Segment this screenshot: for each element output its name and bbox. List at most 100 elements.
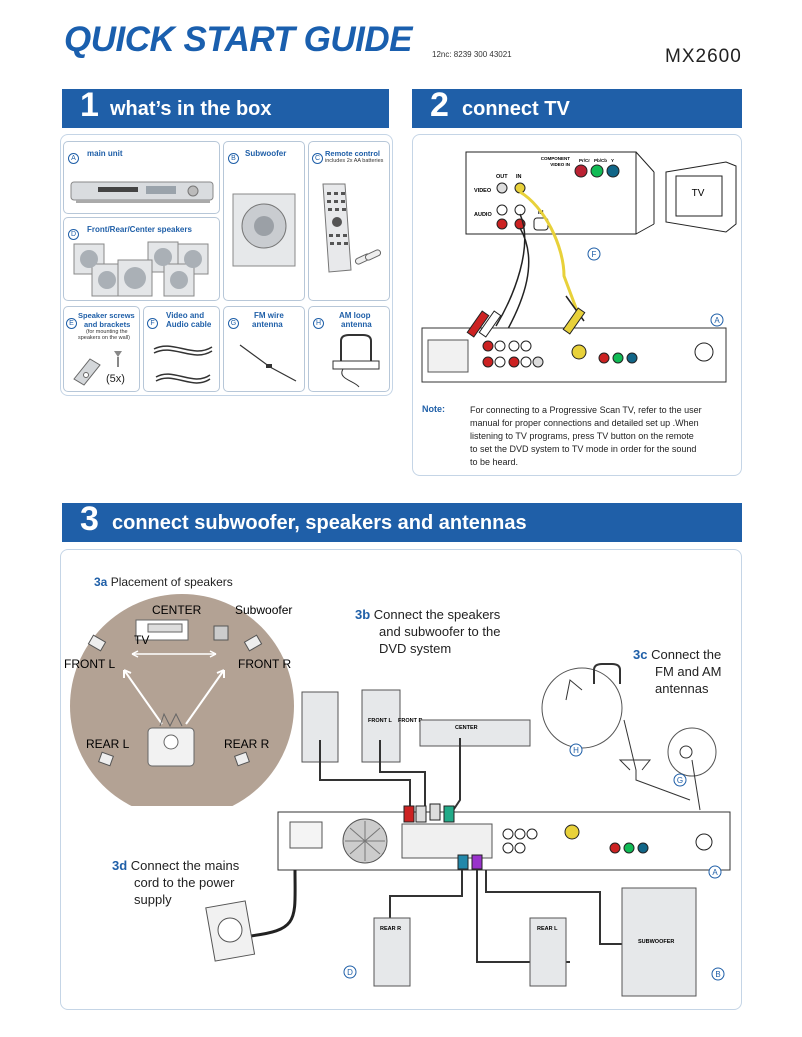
item-note: (for mounting the	[86, 329, 128, 335]
item-av-cable: F Video and Audio cable	[143, 306, 220, 392]
step-3b-line-1: Connect the speakers	[373, 607, 501, 622]
label-center: CENTER	[455, 725, 478, 731]
step-3d: 3d Connect the mains cord to the power s…	[112, 857, 239, 908]
model-number: MX2600	[665, 46, 742, 67]
item-label: AM loop	[339, 311, 371, 320]
placement-tv: TV	[134, 633, 149, 647]
placement-front-r: FRONT R	[238, 657, 291, 671]
item-label: Video and	[166, 311, 205, 320]
step-3b-line-3: DVD system	[379, 641, 452, 656]
item-screws-brackets: E Speaker screws and brackets (for mount…	[63, 306, 140, 392]
page-title: QUICK START GUIDE	[64, 20, 413, 59]
placement-rear-r: REAR R	[224, 737, 270, 751]
marker-f: F	[592, 250, 597, 259]
marker-g: G	[677, 776, 683, 785]
label-front-r: FRONT R	[398, 718, 422, 724]
item-label: Remote control	[325, 149, 381, 158]
in-label: IN	[516, 174, 522, 180]
placement-center: CENTER	[152, 603, 202, 617]
audio-label: AUDIO	[474, 212, 492, 218]
item-letter: E	[66, 318, 77, 329]
section-2-banner: 2 connect TV	[412, 86, 742, 128]
item-label: FM wire	[254, 311, 284, 320]
step-3b: 3b Connect the speakers and subwoofer to…	[355, 606, 500, 657]
tv-label: TV	[692, 188, 705, 199]
item-am-antenna: H AM loop antenna	[308, 306, 390, 392]
step-3c: 3c Connect the FM and AM antennas	[633, 646, 721, 697]
note-label: Note:	[422, 404, 445, 414]
screw-bracket-illustration	[73, 351, 122, 386]
step-3c-line-1: Connect the	[651, 647, 722, 662]
item-letter: A	[68, 153, 79, 164]
placement-front-l: FRONT L	[64, 657, 115, 671]
item-label: main unit	[87, 149, 123, 158]
subwoofer-illustration	[232, 193, 296, 267]
video-label: VIDEO	[474, 188, 492, 194]
note-line: to be heard.	[470, 457, 519, 467]
note-line: For connecting to a Progressive Scan TV,…	[470, 405, 702, 415]
pr-label: Pr/Cr	[579, 158, 590, 163]
av-cable-illustration	[153, 345, 213, 384]
marker-d: D	[347, 968, 353, 977]
item-speakers: D Front/Rear/Center speakers	[63, 217, 220, 301]
item-note: includes 2x AA batteries	[325, 158, 384, 164]
speakers-illustration	[73, 241, 209, 297]
item-letter: B	[228, 153, 239, 164]
item-label: Subwoofer	[245, 149, 287, 158]
component-label: COMPONENT	[541, 156, 571, 161]
step-3c-line-2: FM and AM	[655, 664, 722, 679]
step-3d-line-1: Connect the mains	[130, 858, 240, 873]
label-front-l: FRONT L	[368, 718, 392, 724]
section-2-title: connect TV	[462, 98, 570, 120]
remote-illustration	[322, 183, 382, 273]
item-qty: (5x)	[106, 373, 125, 385]
placement-subwoofer: Subwoofer	[235, 603, 292, 617]
marker-a: A	[712, 868, 718, 877]
item-letter: F	[147, 318, 158, 329]
item-letter: G	[228, 318, 239, 329]
item-letter: C	[312, 153, 323, 164]
component-label-2: VIDEO IN	[550, 162, 570, 167]
item-fm-antenna: G FM wire antenna	[223, 306, 305, 392]
speaker-placement-diagram: CENTER Subwoofer TV FRONT L FRONT R REAR…	[64, 594, 294, 806]
label-rear-r: REAR R	[380, 926, 401, 932]
item-remote-control: C Remote control includes 2x AA batterie…	[308, 141, 390, 301]
speaker-wiring-diagram: FRONT L FRONT R CENTER REAR R REAR L SUB…	[205, 663, 731, 997]
step-3a-text: Placement of speakers	[110, 575, 233, 589]
section-1-title: what’s in the box	[110, 98, 272, 120]
note-line: manual for proper connections and detail…	[470, 418, 699, 428]
step-3b-line-2: and subwoofer to the	[379, 624, 501, 639]
step-3d-line-2: cord to the power	[134, 875, 235, 890]
note-line: listening to TV programs, press TV butto…	[470, 431, 694, 441]
out-label: OUT	[496, 174, 508, 180]
item-note-2: speakers on the wall)	[78, 335, 130, 341]
marker-h: H	[573, 746, 579, 755]
step-3b-key: 3b	[355, 607, 371, 622]
am-antenna-illustration	[332, 334, 380, 388]
doc-number: 12nc: 8239 300 43021	[432, 50, 512, 59]
item-label-2: Audio cable	[166, 320, 212, 329]
step-3a-key: 3a	[94, 575, 108, 589]
item-label-2: antenna	[341, 320, 372, 329]
step-3a: 3a Placement of speakers	[94, 575, 233, 589]
item-letter: D	[68, 229, 79, 240]
step-3c-line-3: antennas	[655, 681, 709, 696]
section-3-number: 3	[80, 500, 99, 538]
step-3d-line-3: supply	[134, 892, 172, 907]
fm-antenna-illustration	[239, 344, 297, 382]
section-1-number: 1	[80, 86, 99, 124]
note-text: For connecting to a Progressive Scan TV,…	[470, 404, 738, 469]
connect-tv-diagram: COMPONENT VIDEO IN Pr/Cr Pb/Cb Y OUT IN …	[421, 151, 737, 383]
y-label: Y	[611, 158, 614, 163]
main-unit-illustration	[70, 181, 214, 203]
item-label-2: and brackets	[84, 320, 131, 329]
marker-b: B	[715, 970, 720, 979]
section-2-number: 2	[430, 86, 449, 124]
label-subwoofer: SUBWOOFER	[638, 939, 674, 945]
item-letter: H	[313, 318, 324, 329]
item-main-unit: A main unit	[63, 141, 220, 214]
item-label: Front/Rear/Center speakers	[87, 225, 192, 234]
item-label-2: antenna	[252, 320, 283, 329]
section-1-banner: 1 what’s in the box	[62, 86, 389, 128]
item-label: Speaker screws	[78, 311, 135, 320]
